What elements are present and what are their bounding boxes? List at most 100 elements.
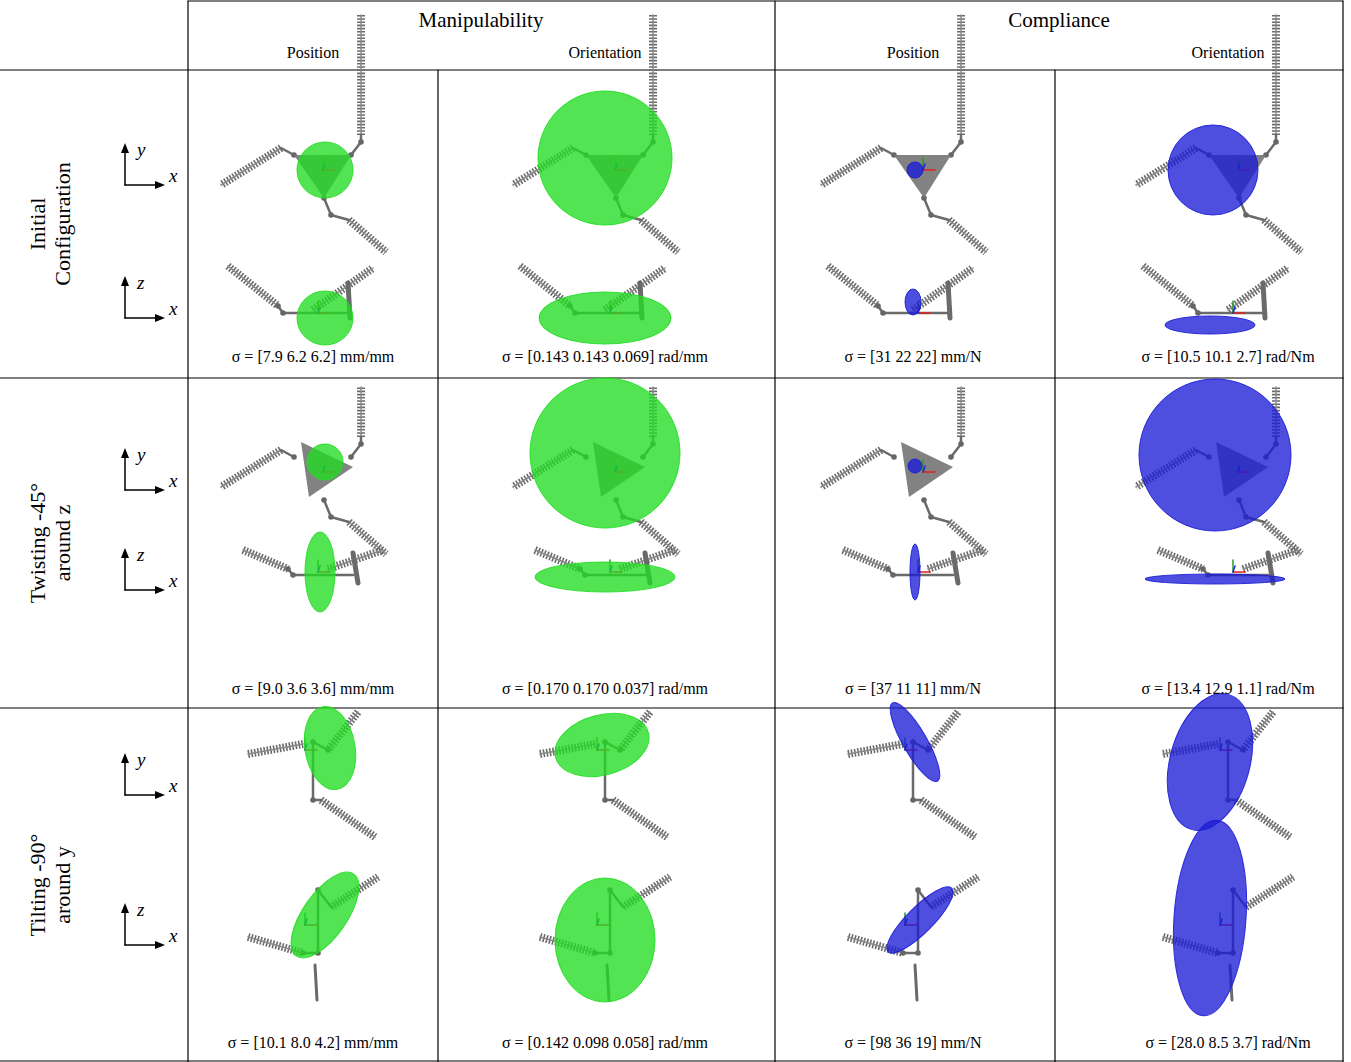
arrow-head [155, 486, 165, 494]
joint [275, 303, 281, 309]
joint [328, 212, 334, 218]
leg-core [921, 800, 975, 837]
column-header: Orientation [569, 44, 642, 62]
singular-values: σ = [37 11 11] mm/N [845, 680, 981, 698]
orientation-ellipsoid [555, 878, 655, 1002]
platform [301, 442, 353, 497]
axis-label: x [169, 165, 177, 187]
axis-arrow [124, 556, 126, 590]
leg-coil [957, 387, 965, 437]
joint [885, 566, 891, 572]
orientation-ellipsoid [1168, 125, 1258, 215]
link [931, 517, 949, 522]
leg-core [848, 744, 903, 754]
frame-x [1233, 312, 1245, 314]
leg-coil [957, 15, 965, 135]
leg-coil [1264, 220, 1301, 252]
frame-x [1233, 571, 1245, 573]
leg-core [248, 744, 303, 754]
leg-coil [243, 550, 288, 569]
leg-core [960, 15, 962, 135]
leg-core [243, 550, 288, 569]
leg-coil [321, 800, 375, 837]
position-ellipsoid [305, 532, 335, 612]
orientation-ellipsoid [535, 562, 675, 592]
arrow-head [121, 548, 129, 558]
arrow-head [121, 276, 129, 286]
axis-label: x [169, 570, 177, 592]
row-header: Tilting -90° around y [25, 805, 76, 965]
singular-values: σ = [0.142 0.098 0.058] rad/mm [502, 1034, 708, 1052]
leg-coil [221, 148, 281, 185]
arrow-head [155, 586, 165, 594]
orientation-ellipsoid [539, 292, 671, 344]
leg-core [221, 148, 281, 185]
link [1198, 312, 1263, 315]
leg-stub [353, 553, 358, 583]
leg-coil [928, 712, 958, 750]
leg-coil [357, 15, 365, 135]
leg-coil [228, 266, 278, 306]
leg-coil [349, 522, 386, 554]
leg-core [349, 522, 386, 554]
leg-core [960, 387, 962, 437]
axis-label: x [169, 925, 177, 947]
joint [310, 797, 316, 803]
joint [1243, 212, 1249, 218]
joint [602, 797, 608, 803]
singular-values: σ = [10.1 8.0 4.2] mm/mm [228, 1034, 399, 1052]
leg-core [1228, 268, 1288, 310]
row-header: Initial Configuration [25, 144, 76, 304]
orientation-ellipsoid [1145, 574, 1285, 584]
platform [901, 442, 953, 497]
leg-coil [1228, 268, 1288, 310]
orientation-ellipsoid [548, 704, 656, 787]
leg-core [360, 15, 362, 135]
axis-arrow [125, 317, 157, 319]
arrow-head [155, 941, 165, 949]
leg-core [949, 220, 986, 252]
leg-coil [848, 744, 903, 754]
table-rule [188, 0, 1343, 1]
leg-core [360, 387, 362, 437]
position-ellipsoid [882, 697, 948, 787]
leg-coil [1272, 15, 1280, 135]
frame-x [923, 471, 935, 473]
joint [1190, 303, 1196, 309]
joint [1273, 139, 1279, 145]
joint [958, 139, 964, 145]
orientation-ellipsoid [1165, 316, 1255, 334]
link [915, 965, 917, 1000]
link [931, 215, 949, 220]
leg-coil [641, 220, 678, 252]
leg-coil [1143, 266, 1193, 306]
leg-coil [613, 800, 667, 837]
frame-x [923, 169, 935, 171]
leg-core [1275, 15, 1277, 135]
leg-core [641, 220, 678, 252]
link [893, 574, 953, 577]
joint [358, 139, 364, 145]
leg-core [1143, 266, 1193, 306]
leg-coil [949, 522, 986, 554]
frame-x [918, 312, 930, 314]
joint [915, 950, 921, 956]
axis-label: z [137, 544, 144, 566]
arrow-head [121, 143, 129, 153]
axis-label: y [137, 444, 145, 466]
leg-core [828, 266, 878, 306]
joint [358, 441, 364, 447]
position-ellipsoid [307, 444, 343, 480]
leg-coil [828, 266, 878, 306]
position-ellipsoid [278, 861, 371, 968]
platform [894, 155, 951, 198]
leg-core [1158, 550, 1203, 569]
position-ellipsoid [910, 544, 920, 600]
leg-core [1246, 877, 1293, 907]
frame-z [1233, 307, 1235, 313]
leg-coil [248, 744, 303, 754]
leg-coil [357, 387, 365, 437]
joint [285, 566, 291, 572]
singular-values: σ = [28.0 8.5 3.7] rad/Nm [1145, 1034, 1310, 1052]
position-ellipsoid [908, 459, 922, 473]
